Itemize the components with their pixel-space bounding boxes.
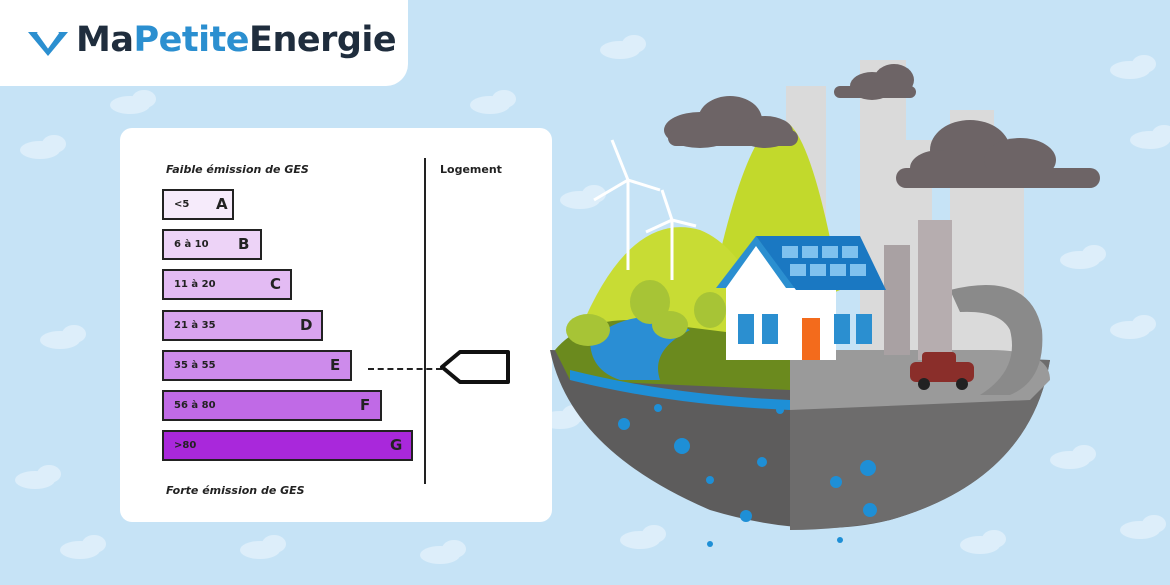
brand-name-part1: Ma <box>76 20 134 60</box>
ges-class-letter: E <box>330 356 341 374</box>
ges-class-bar-a: <5 A <box>162 189 234 220</box>
ges-class-letter: D <box>300 316 313 334</box>
high-emission-label: Forte émission de GES <box>166 484 305 497</box>
logo-container[interactable]: MaPetiteEnergie <box>0 0 408 86</box>
selected-class-tag-icon <box>440 350 510 384</box>
logement-column-header: Logement <box>440 163 502 176</box>
ges-class-bar-c: 11 à 20 C <box>162 269 292 300</box>
heart-wave-icon <box>28 31 68 56</box>
ges-class-bar-d: 21 à 35 D <box>162 310 323 341</box>
ges-class-range: 11 à 20 <box>174 279 216 290</box>
brand-name-part2: Petite <box>133 20 250 60</box>
ges-class-range: <5 <box>174 199 190 210</box>
low-emission-label: Faible émission de GES <box>166 163 309 176</box>
floating-island-house-illustration <box>550 60 1100 547</box>
ges-class-letter: C <box>270 275 282 293</box>
ges-class-range: 35 à 55 <box>174 360 216 371</box>
ges-class-range: 21 à 35 <box>174 320 216 331</box>
ges-class-letter: F <box>360 396 371 414</box>
column-divider <box>424 158 426 484</box>
ges-class-range: 6 à 10 <box>174 239 209 250</box>
selection-pointer-line <box>368 368 442 370</box>
brand-name-part3: Energie <box>249 20 397 60</box>
ges-class-bar-f: 56 à 80 F <box>162 390 382 421</box>
ges-class-bar-b: 6 à 10 B <box>162 229 262 260</box>
ges-class-bar-g: >80 G <box>162 430 413 461</box>
ges-class-letter: A <box>216 195 228 213</box>
brand-name: MaPetiteEnergie <box>76 20 397 60</box>
ges-class-range: >80 <box>174 440 197 451</box>
ges-class-bar-e: 35 à 55 E <box>162 350 352 381</box>
ges-class-letter: G <box>390 436 403 454</box>
ges-class-range: 56 à 80 <box>174 400 216 411</box>
ges-class-letter: B <box>238 235 250 253</box>
